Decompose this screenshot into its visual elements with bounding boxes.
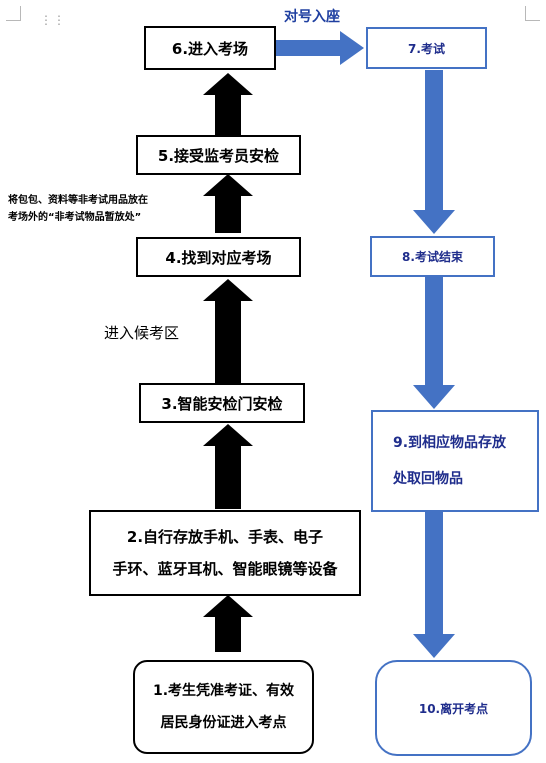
step-3-box: 3.智能安检门安检 [139,383,305,423]
arrow-7-to-8 [413,70,455,234]
arrow-4-to-5 [203,174,253,233]
arrow-2-to-3 [203,424,253,509]
step-2-line2: 手环、蓝牙耳机、智能眼镜等设备 [112,560,338,578]
step-3-label: 3.智能安检门安检 [161,394,283,413]
page-corner-top-right [525,6,540,21]
step-1-line1: 1.考生凭准考证、有效 [152,683,295,699]
note-storage-line2: 考场外的“非考试物品暂放处” [8,212,142,223]
note-storage-line1: 将包包、资料等非考试用品放在 [8,195,148,206]
step-8-label: 8.考试结束 [402,250,463,264]
step-6-box: 6.进入考场 [144,26,276,70]
step-9-line2: 处取回物品 [393,471,463,487]
arrow-9-to-10 [413,510,455,658]
step-2-box: 2.自行存放手机、手表、电子 手环、蓝牙耳机、智能眼镜等设备 [89,510,361,596]
arrow-1-to-2 [203,595,253,652]
arrow-3-to-4 [203,279,253,386]
arrow-8-to-9 [413,276,455,409]
step-9-box: 9.到相应物品存放 处取回物品 [371,410,539,512]
step-5-label: 5.接受监考员安检 [157,146,280,165]
step-2-line1: 2.自行存放手机、手表、电子 [126,528,324,546]
step-1-line2: 居民身份证进入考点 [160,715,287,731]
step-10-label: 10.离开考点 [418,701,489,716]
note-seat: 对号入座 [284,9,340,25]
arrow-6-to-7 [276,31,364,65]
step-9-line1: 9.到相应物品存放 [393,435,507,451]
arrow-5-to-6 [203,73,253,135]
step-1-box: 1.考生凭准考证、有效 居民身份证进入考点 [133,660,314,754]
step-4-label: 4.找到对应考场 [165,248,272,267]
step-4-box: 4.找到对应考场 [136,237,301,277]
step-7-label: 7.考试 [408,41,445,56]
step-7-box: 7.考试 [366,27,487,69]
step-5-box: 5.接受监考员安检 [136,135,301,175]
step-8-box: 8.考试结束 [370,236,495,277]
note-storage: 将包包、资料等非考试用品放在 考场外的“非考试物品暂放处” [8,192,148,226]
step-10-box: 10.离开考点 [375,660,532,756]
page-corner-top-left [6,6,21,21]
step-6-label: 6.进入考场 [171,39,249,58]
note-waiting-area: 进入候考区 [104,324,180,342]
